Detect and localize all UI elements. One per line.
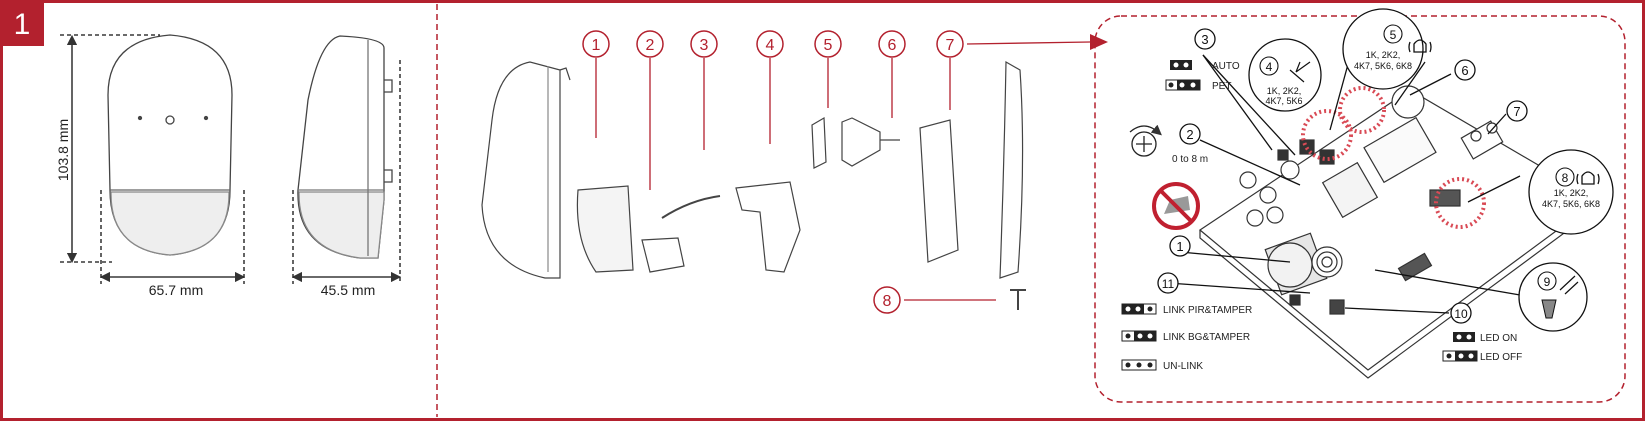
svg-text:4K7, 5K6, 6K8: 4K7, 5K6, 6K8 bbox=[1542, 199, 1600, 209]
board-callout-11: 11 bbox=[1157, 272, 1179, 294]
side-width-label: 45.5 mm bbox=[321, 282, 375, 298]
cutter-tool-icon bbox=[1559, 275, 1579, 295]
svg-text:1K, 2K2,: 1K, 2K2, bbox=[1366, 50, 1401, 60]
svg-text:1: 1 bbox=[1176, 239, 1183, 254]
siren-icon bbox=[1576, 171, 1600, 185]
board-callout-9: 9 bbox=[1518, 262, 1588, 332]
cable-part bbox=[661, 195, 721, 219]
dimension-lines bbox=[60, 34, 402, 284]
svg-text:6: 6 bbox=[1461, 63, 1468, 78]
exploded-leaders bbox=[595, 34, 1108, 301]
legend-link-pir-symbol bbox=[1121, 303, 1157, 315]
mode-auto-label: AUTO bbox=[1212, 61, 1240, 72]
exploded-callout-6: 6 bbox=[878, 30, 906, 58]
svg-text:8: 8 bbox=[1562, 171, 1569, 185]
legend-unlink-symbol bbox=[1121, 359, 1157, 371]
led-on-label: LED ON bbox=[1480, 333, 1517, 344]
frame-part bbox=[735, 181, 801, 273]
led-off-label: LED OFF bbox=[1480, 352, 1522, 363]
jumper-highlight-8 bbox=[1434, 177, 1486, 229]
svg-text:4K7, 5K6, 6K8: 4K7, 5K6, 6K8 bbox=[1354, 61, 1412, 71]
exploded-callout-4: 4 bbox=[756, 30, 784, 58]
step-badge: 1 bbox=[0, 0, 44, 46]
exploded-callout-5: 5 bbox=[814, 30, 842, 58]
front-view bbox=[107, 34, 233, 256]
svg-text:8: 8 bbox=[883, 293, 892, 310]
svg-text:4: 4 bbox=[766, 37, 775, 54]
legend-link-bg-label: LINK BG&TAMPER bbox=[1163, 332, 1250, 343]
height-dimension-label: 103.8 mm bbox=[55, 119, 71, 181]
svg-text:3: 3 bbox=[1201, 32, 1208, 47]
board-callout-10: 10 bbox=[1450, 302, 1472, 324]
back-cover-part bbox=[999, 60, 1024, 279]
front-width-label: 65.7 mm bbox=[149, 282, 203, 298]
board-leaders bbox=[1167, 45, 1521, 314]
svg-text:4K7, 5K6: 4K7, 5K6 bbox=[1265, 96, 1302, 106]
step-number: 1 bbox=[14, 8, 31, 41]
lens-part bbox=[576, 185, 634, 273]
board-callout-5: 5 1K, 2K2, 4K7, 5K6, 6K8 bbox=[1342, 8, 1432, 90]
led-off-symbol bbox=[1442, 350, 1478, 362]
exploded-callout-7: 7 bbox=[936, 30, 964, 58]
svg-text:5: 5 bbox=[1390, 28, 1397, 42]
legend-unlink-label: UN-LINK bbox=[1163, 361, 1203, 372]
exploded-callout-3: 3 bbox=[690, 30, 718, 58]
svg-text:4: 4 bbox=[1266, 60, 1273, 74]
jumper-highlight-5 bbox=[1338, 86, 1386, 134]
exploded-callout-2: 2 bbox=[636, 30, 664, 58]
jumper-auto-symbol bbox=[1170, 60, 1192, 70]
exploded-callout-8: 8 bbox=[873, 286, 901, 314]
main-pcb-part bbox=[919, 119, 959, 263]
jumper-highlight-4 bbox=[1301, 109, 1353, 161]
svg-text:5: 5 bbox=[824, 37, 833, 54]
mode-pet-label: PET bbox=[1212, 81, 1231, 92]
board-callout-4: 4 1K, 2K2, 4K7, 5K6 bbox=[1248, 38, 1322, 112]
legend-link-pir-label: LINK PIR&TAMPER bbox=[1163, 305, 1252, 316]
led-on-symbol bbox=[1453, 332, 1475, 342]
svg-text:1K, 2K2,: 1K, 2K2, bbox=[1554, 188, 1589, 198]
board-callout-8: 8 1K, 2K2, 4K7, 5K6, 6K8 bbox=[1528, 149, 1614, 235]
front-cover-part bbox=[481, 61, 561, 279]
board-callout-1: 1 bbox=[1169, 235, 1191, 257]
svg-text:11: 11 bbox=[1162, 277, 1175, 291]
range-label: 0 to 8 m bbox=[1172, 154, 1208, 165]
lens-holder-part bbox=[641, 237, 685, 273]
exploded-parts bbox=[481, 60, 1026, 310]
board-callout-7: 7 bbox=[1506, 100, 1528, 122]
board-detail-frame bbox=[1094, 15, 1626, 403]
pcb-board bbox=[1198, 85, 1600, 379]
siren-icon bbox=[1408, 39, 1432, 53]
no-masking-icon bbox=[1152, 182, 1200, 230]
svg-text:1K, 2K2,: 1K, 2K2, bbox=[1267, 86, 1302, 96]
svg-text:1: 1 bbox=[592, 37, 601, 54]
board-callout-6: 6 bbox=[1454, 59, 1476, 81]
rotate-adjust-icon bbox=[1129, 124, 1162, 157]
exploded-callout-1: 1 bbox=[582, 30, 610, 58]
svg-text:7: 7 bbox=[946, 37, 955, 54]
side-view bbox=[297, 35, 393, 259]
svg-text:6: 6 bbox=[888, 37, 897, 54]
svg-text:7: 7 bbox=[1513, 104, 1520, 119]
cutter-tool-icon bbox=[1289, 61, 1311, 83]
svg-text:2: 2 bbox=[1186, 127, 1193, 142]
sensor-part bbox=[841, 117, 881, 167]
svg-text:3: 3 bbox=[700, 37, 709, 54]
small-pcb-part bbox=[811, 116, 827, 169]
svg-text:10: 10 bbox=[1454, 307, 1468, 321]
svg-text:9: 9 bbox=[1544, 275, 1551, 289]
svg-text:2: 2 bbox=[646, 37, 655, 54]
board-callout-2: 2 bbox=[1179, 123, 1201, 145]
board-callout-3: 3 bbox=[1194, 28, 1216, 50]
legend-link-bg-symbol bbox=[1121, 330, 1157, 342]
screw-part bbox=[1010, 289, 1026, 310]
jumper-pet-symbol bbox=[1165, 79, 1201, 91]
